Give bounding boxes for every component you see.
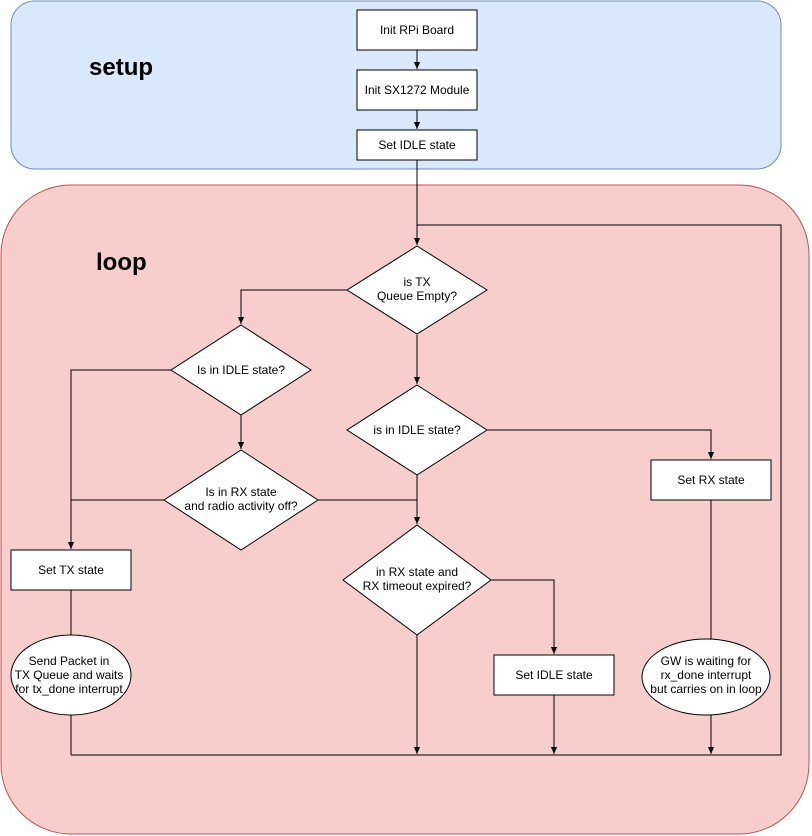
label-line: Is in IDLE state?	[197, 363, 285, 377]
label-line: Is in RX state	[205, 485, 277, 499]
label-line: Init RPi Board	[380, 23, 454, 37]
label-line: Set IDLE state	[378, 138, 456, 152]
edge-loop-return	[71, 224, 782, 756]
init-rpi-label: Init RPi Board	[380, 23, 454, 37]
loop-title: loop	[96, 249, 147, 276]
label-line: Set TX state	[38, 563, 104, 577]
set-tx-box	[10, 549, 132, 591]
edges	[67, 50, 782, 756]
is-idle-left-diamond	[170, 324, 312, 416]
label-line: is TX	[403, 275, 430, 289]
label-line: Init SX1272 Module	[365, 83, 470, 97]
is-idle-center-label: is in IDLE state?	[373, 423, 461, 437]
label-line: GW is waiting for	[661, 654, 752, 668]
label-line: in RX state and	[376, 565, 458, 579]
label-line: TX Queue and waits	[15, 668, 124, 682]
init-sx1272-box	[356, 69, 478, 111]
edge-idle-left-to-settx	[67, 369, 171, 549]
label-line: Queue Empty?	[377, 289, 457, 303]
setup-title: setup	[89, 54, 153, 81]
send-packet-ellipse	[10, 634, 132, 716]
label-line: Set IDLE state	[515, 668, 593, 682]
set-idle-top-label: Set IDLE state	[378, 138, 456, 152]
label-line: and radio activity off?	[184, 499, 298, 513]
label-line: but carries on in loop	[650, 682, 762, 696]
is-idle-left-label: Is in IDLE state?	[197, 363, 285, 377]
label-line: RX timeout expired?	[363, 579, 472, 593]
init-rpi-box	[356, 9, 478, 51]
edge-txqueue-to-idle-left	[237, 289, 347, 324]
edge-idle-center-to-setrx	[487, 429, 715, 459]
is-idle-center-diamond	[346, 384, 488, 476]
label-line: rx_done interrupt	[661, 668, 752, 682]
tx-queue-empty-diamond	[346, 245, 488, 335]
rx-timeout-diamond	[342, 524, 492, 636]
rx-radio-off-diamond	[163, 449, 319, 551]
set-idle-bottom-label: Set IDLE state	[515, 668, 593, 682]
set-tx-label: Set TX state	[38, 563, 104, 577]
set-idle-bottom-box	[493, 654, 615, 696]
set-rx-label: Set RX state	[677, 473, 745, 487]
edge-rxtimeout-to-setidle	[491, 579, 558, 654]
label-line: Send Packet in	[29, 654, 110, 668]
label-line: for tx_done interrupt	[15, 682, 123, 696]
label-line: is in IDLE state?	[373, 423, 461, 437]
label-line: Set RX state	[677, 473, 745, 487]
set-rx-box	[650, 459, 772, 501]
init-sx1272-label: Init SX1272 Module	[365, 83, 470, 97]
nodes: Init RPi Board Init SX1272 Module Set ID…	[10, 9, 772, 716]
set-idle-top-box	[356, 129, 478, 161]
gw-waiting-ellipse	[641, 638, 771, 716]
